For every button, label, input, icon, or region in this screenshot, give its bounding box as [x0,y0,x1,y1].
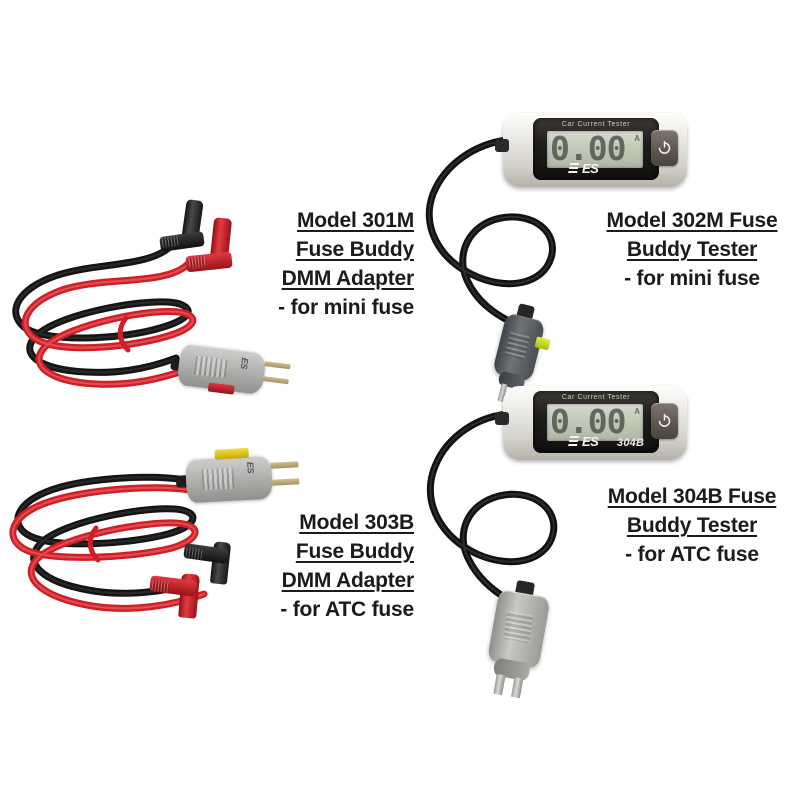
plug-knurl [188,255,206,269]
label-line: Model 302M Fuse [606,209,778,232]
banana-plug-red-303b [148,566,210,632]
adapter-grip-ribs [201,467,235,491]
label-line: Fuse Buddy [295,540,414,563]
es-logo-meter: ES [567,161,599,176]
meter-bezel: Car Current Tester 0.00 A ES 304B [533,391,659,453]
label-line: Model 301M [296,209,414,232]
product-301m-assembly: ES [0,190,291,410]
adapter-prong [264,361,291,370]
tester-cable-304b [426,410,558,604]
probe-grip-ribs [502,610,534,643]
adapter-prong [262,376,289,385]
es-logo-text: ES [582,434,599,449]
label-line: - for ATC fuse [625,543,759,566]
power-icon [658,413,671,427]
meter-faceplate-text: Car Current Tester [561,121,631,128]
lcd-unit: A [634,134,640,143]
meter-bezel: Car Current Tester 0.00 A ES [533,118,659,180]
label-line: - for ATC fuse [280,598,414,621]
meter-lcd: 0.00 A [547,404,643,441]
adapter-prong [270,461,299,469]
meter-cable-port [495,412,509,425]
test-lead-wires-303b [9,473,208,612]
lcd-unit: A [634,407,640,416]
label-line: DMM Adapter [281,267,415,290]
meter-lcd: 0.00 A [547,131,643,168]
banana-plug-red-301m [185,217,244,284]
meter-302m: Car Current Tester 0.00 A ES [495,113,687,187]
es-logo-text: ES [582,161,599,176]
plug-knurl [151,579,170,593]
product-304b-assembly: Car Current Tester 0.00 A ES 304B [415,378,690,699]
power-button[interactable] [651,130,678,166]
es-logo-bars [567,163,580,174]
plug-knurl [185,546,203,561]
test-lead-wires-301m [12,241,200,388]
tester-cable-302m [425,136,556,326]
label-303b: Model 303B Fuse Buddy DMM Adapter - for … [248,508,414,624]
es-logo-meter: ES [567,434,599,449]
probe-blade [493,673,506,696]
label-line: - for mini fuse [624,267,760,290]
adapter-accent-cap [214,447,249,460]
meter-faceplate-text: Car Current Tester [561,394,631,401]
label-line: Model 303B [299,511,414,534]
label-302m: Model 302M Fuse Buddy Tester - for mini … [596,206,788,293]
lcd-reading: 0.00 [550,131,626,168]
es-logo-adapter: ES [238,357,251,370]
power-button[interactable] [651,403,678,439]
adapter-accent-cap [207,382,235,395]
product-302m-assembly: Car Current Tester 0.00 A ES [415,108,690,406]
label-line: Fuse Buddy [295,238,414,261]
es-logo-bars [567,436,580,447]
adapter-prong [271,478,300,486]
label-line: DMM Adapter [281,569,415,592]
label-line: Model 304B Fuse [607,485,777,508]
es-logo-adapter: ES [245,461,256,474]
probe-blade [510,676,524,699]
product-303b-assembly: ES [0,440,300,640]
label-line: Buddy Tester [626,514,758,537]
dmm-adapter-303b: ES [175,445,312,511]
label-line: Buddy Tester [626,238,758,261]
label-301m: Model 301M Fuse Buddy DMM Adapter - for … [248,206,414,322]
meter-304b: Car Current Tester 0.00 A ES 304B [495,386,687,460]
meter-cable-port [495,139,509,152]
adapter-grip-ribs [193,355,228,379]
plug-knurl [161,234,179,249]
power-icon [658,140,671,154]
lcd-reading: 0.00 [550,404,626,441]
meter-model-badge: 304B [617,437,645,449]
label-line: - for mini fuse [278,296,414,319]
label-304b: Model 304B Fuse Buddy Tester - for ATC f… [596,482,788,569]
